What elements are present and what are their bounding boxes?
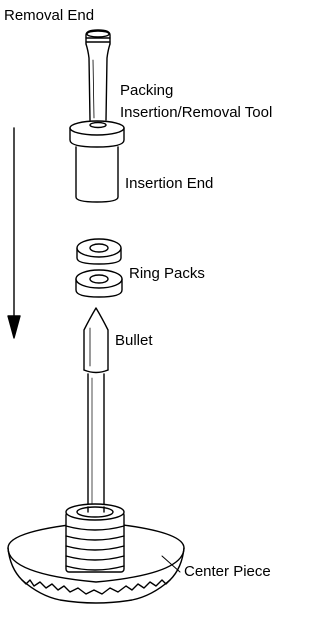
label-insertion-end: Insertion End xyxy=(125,175,214,192)
label-ring-packs: Ring Packs xyxy=(129,265,205,282)
direction-arrow xyxy=(7,127,21,339)
center-piece xyxy=(7,503,185,604)
packing-tool xyxy=(69,29,125,203)
label-removal-end: Removal End xyxy=(4,7,95,24)
label-packing-tool-line1: Packing xyxy=(120,82,174,99)
bullet xyxy=(83,307,109,513)
label-bullet: Bullet xyxy=(115,332,153,349)
leader-lines xyxy=(161,555,181,573)
label-packing-tool-line2: Insertion/Removal Tool xyxy=(120,104,273,121)
label-center-piece: Center Piece xyxy=(184,563,271,580)
ring-packs xyxy=(75,238,123,298)
